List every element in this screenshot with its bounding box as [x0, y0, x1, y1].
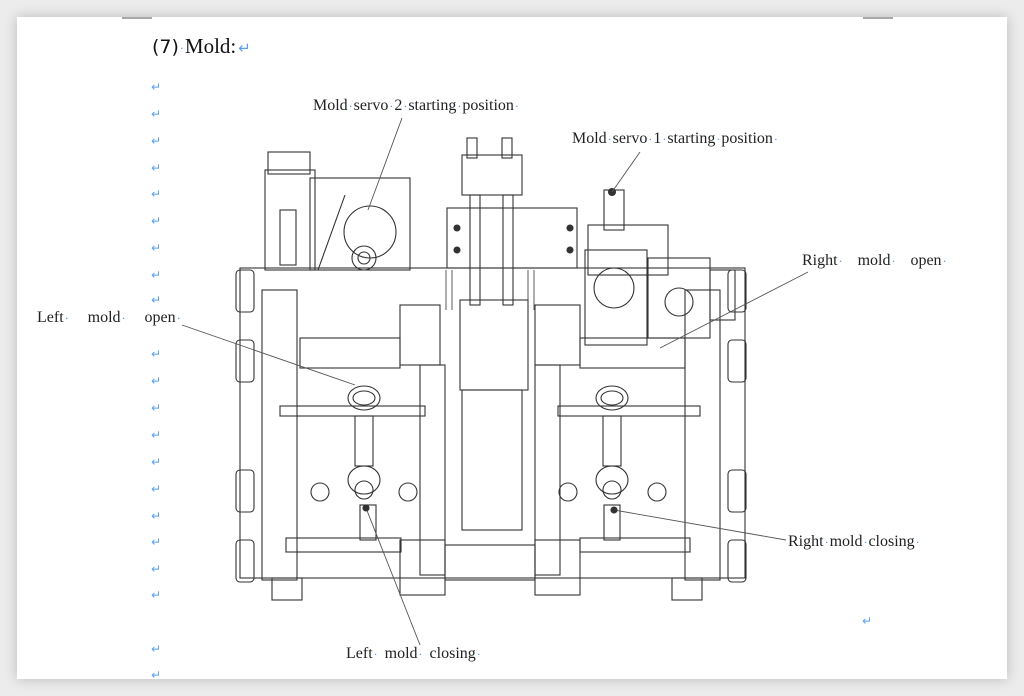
document-page [17, 17, 1007, 679]
paragraph-mark-icon: ↵ [151, 161, 162, 175]
paragraph-mark-icon: ↵ [151, 268, 162, 282]
label-left-mold-closing: Left·mold·closing· [346, 645, 481, 662]
servo1-leader [611, 151, 641, 193]
paragraph-mark-icon: ↵ [862, 614, 873, 628]
label-right-mold-closing: Right·mold·closing· [788, 533, 920, 550]
label-left-mold-open: Left·mold·open· [37, 309, 181, 326]
main-frame [239, 267, 746, 579]
paragraph-mark-icon: ↵ [151, 535, 162, 549]
paragraph-mark-icon: ↵ [151, 374, 162, 388]
paragraph-mark-icon: ↵ [238, 39, 251, 57]
left-upright [261, 289, 298, 581]
paragraph-mark-icon: ↵ [151, 107, 162, 121]
paragraph-mark-icon: ↵ [151, 642, 162, 656]
paragraph-mark-icon: ↵ [151, 187, 162, 201]
label-servo1-start: Mold·servo·1·starting·position· [572, 130, 778, 147]
paragraph-mark-icon: ↵ [151, 80, 162, 94]
paragraph-mark-icon: ↵ [151, 241, 162, 255]
paragraph-mark-icon: ↵ [151, 588, 162, 602]
paragraph-mark-icon: ↵ [151, 428, 162, 442]
heading-number: (7) [152, 36, 179, 58]
paragraph-mark-icon: ↵ [151, 347, 162, 361]
paragraph-mark-icon: ↵ [151, 293, 162, 307]
right-open-leader [659, 271, 809, 349]
right-cavity-circle [602, 480, 622, 500]
left-cavity-circle [354, 480, 374, 500]
left-motor-body [264, 169, 316, 271]
label-right-mold-open: Right·mold·open· [802, 252, 947, 269]
paragraph-mark-icon: ↵ [151, 482, 162, 496]
section-heading[interactable]: (7)·Mold:↵ [152, 34, 251, 59]
left-closing-leader [365, 507, 421, 646]
paragraph-mark-icon: ↵ [151, 509, 162, 523]
center-top-block [461, 154, 523, 196]
crop-mark-right [863, 17, 893, 19]
servo2-housing [309, 177, 411, 271]
crop-mark-left [122, 17, 152, 19]
left-mold-rail [279, 405, 426, 417]
paragraph-mark-icon: ↵ [151, 455, 162, 469]
paragraph-mark-icon: ↵ [151, 214, 162, 228]
servo2-disc [343, 205, 397, 259]
servo1-post [603, 189, 625, 231]
paragraph-mark-icon: ↵ [151, 401, 162, 415]
paragraph-mark-icon: ↵ [151, 668, 162, 682]
paragraph-mark-icon: ↵ [151, 562, 162, 576]
right-mold-rail [557, 405, 701, 417]
right-upright [684, 289, 721, 581]
center-block [459, 299, 529, 391]
heading-title: Mold: [184, 34, 237, 58]
left-motor-cap [267, 151, 311, 175]
center-crossbar [446, 207, 578, 269]
space-mark: · [179, 40, 184, 55]
left-open-leader [181, 324, 356, 386]
label-servo2-start: Mold·servo·2·starting·position· [313, 97, 519, 114]
servo2-leader [367, 117, 403, 211]
servo1-disc [593, 267, 635, 309]
paragraph-mark-icon: ↵ [151, 134, 162, 148]
right-closing-leader [613, 509, 787, 541]
